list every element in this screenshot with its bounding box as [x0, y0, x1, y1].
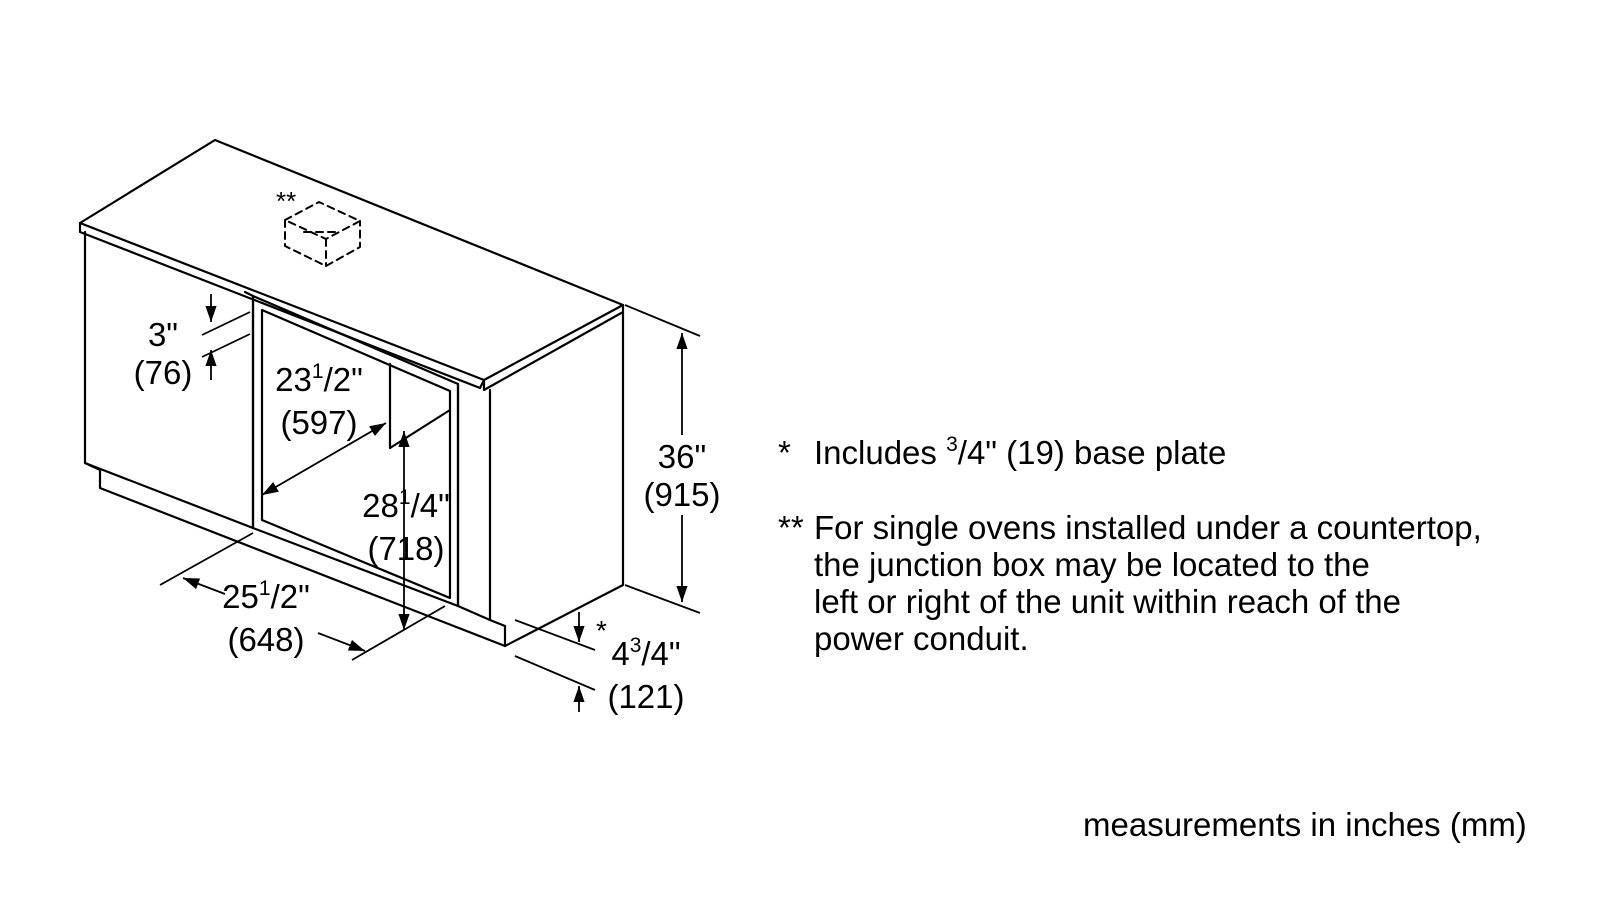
- width-whole: 25: [222, 578, 259, 615]
- label-cutout-top-in: 3": [147, 316, 179, 353]
- junction-box: [284, 201, 361, 267]
- note-2-line: left or right of the unit within reach o…: [814, 583, 1401, 620]
- label-base-height-mm: (121): [607, 678, 685, 715]
- label-cutout-depth: 231/2" (597): [263, 360, 375, 442]
- note-2-line: the junction box may be located to the: [814, 546, 1370, 583]
- width-frac-den: /2": [270, 578, 310, 615]
- note-1-marker: *: [778, 434, 791, 471]
- label-cutout-top: 3" (76): [128, 316, 198, 392]
- note-2-line: For single ovens installed under a count…: [814, 509, 1482, 546]
- height-whole: 28: [362, 487, 399, 524]
- dim-width-arrow-left: [182, 577, 226, 595]
- depth-frac-den: /2": [323, 361, 363, 398]
- note-1-text: Includes 3/4" (19) base plate: [814, 433, 1227, 471]
- label-base-marker: *: [596, 615, 607, 646]
- measurement-units-footer: measurements in inches (mm): [1083, 806, 1527, 843]
- dim-depth-line: [261, 422, 387, 496]
- dim-width-arrow-right: [317, 632, 366, 652]
- label-junction-box-marker: **: [276, 186, 297, 216]
- note-2-marker: **: [778, 509, 804, 546]
- countertop-side-edge: [482, 303, 625, 392]
- depth-whole: 23: [275, 361, 312, 398]
- cabinet-side: [503, 310, 625, 648]
- base-whole: 4: [611, 635, 630, 672]
- label-cutout-width-mm: (648): [227, 621, 305, 658]
- note-2-line: power conduit.: [814, 620, 1029, 657]
- label-cutout-width: 251/2" (648): [210, 577, 322, 659]
- label-overall-height-in: 36": [657, 438, 707, 475]
- width-frac-num: 1: [258, 577, 271, 600]
- label-overall-height-mm: (915): [643, 476, 721, 513]
- countertop-front-edge: [78, 221, 486, 390]
- label-base-height: 43/4" (121): [598, 634, 694, 716]
- note-2-text: For single ovens installed under a count…: [814, 509, 1482, 657]
- label-cutout-top-mm: (76): [133, 354, 193, 391]
- height-frac-num: 1: [398, 486, 411, 509]
- label-overall-height: 36" (915): [636, 438, 728, 514]
- label-cutout-height-mm: (718): [367, 530, 445, 567]
- depth-frac-num: 1: [311, 360, 324, 383]
- label-cutout-depth-mm: (597): [280, 404, 358, 441]
- label-cutout-height: 281/4" (718): [350, 486, 462, 568]
- height-frac-den: /4": [410, 487, 450, 524]
- base-frac-num: 3: [629, 634, 642, 657]
- toe-kick: [98, 468, 507, 648]
- base-frac-den: /4": [641, 635, 681, 672]
